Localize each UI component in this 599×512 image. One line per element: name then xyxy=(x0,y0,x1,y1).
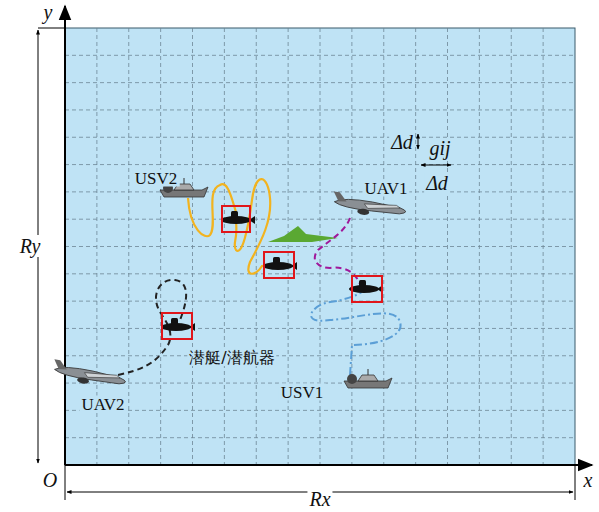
grid-line xyxy=(65,246,575,247)
grid-line xyxy=(65,219,575,220)
origin-label: O xyxy=(43,470,57,490)
vehicle-label: USV1 xyxy=(279,384,326,401)
dimension-label: Δd xyxy=(424,173,450,193)
vehicle-label: UAV1 xyxy=(362,180,409,197)
grid-line xyxy=(447,28,448,465)
grid-line xyxy=(65,191,575,192)
vehicle-label: USV2 xyxy=(133,170,180,187)
axis-label: y xyxy=(44,2,53,22)
grid-line xyxy=(65,273,575,274)
grid-line xyxy=(65,164,575,165)
grid-line xyxy=(224,28,225,465)
grid-line xyxy=(65,355,575,356)
grid-line xyxy=(65,328,575,329)
dimension-label: Δd xyxy=(389,132,415,152)
dimension-label: Ry xyxy=(18,235,43,257)
grid-line xyxy=(65,137,575,138)
vehicle-label: UAV2 xyxy=(79,396,126,413)
grid-line xyxy=(65,410,575,411)
grid-line xyxy=(65,437,575,438)
grid-cell-label: gij xyxy=(427,138,452,158)
grid-line xyxy=(65,301,575,302)
grid-line xyxy=(160,28,161,465)
grid-line xyxy=(511,28,512,465)
grid-line xyxy=(65,109,575,110)
grid-line xyxy=(65,82,575,83)
dimension-label: Rx xyxy=(307,488,332,510)
target-label: 潜艇/潜航器 xyxy=(187,350,276,366)
grid-line xyxy=(65,55,575,56)
axis-label: x xyxy=(584,470,593,490)
